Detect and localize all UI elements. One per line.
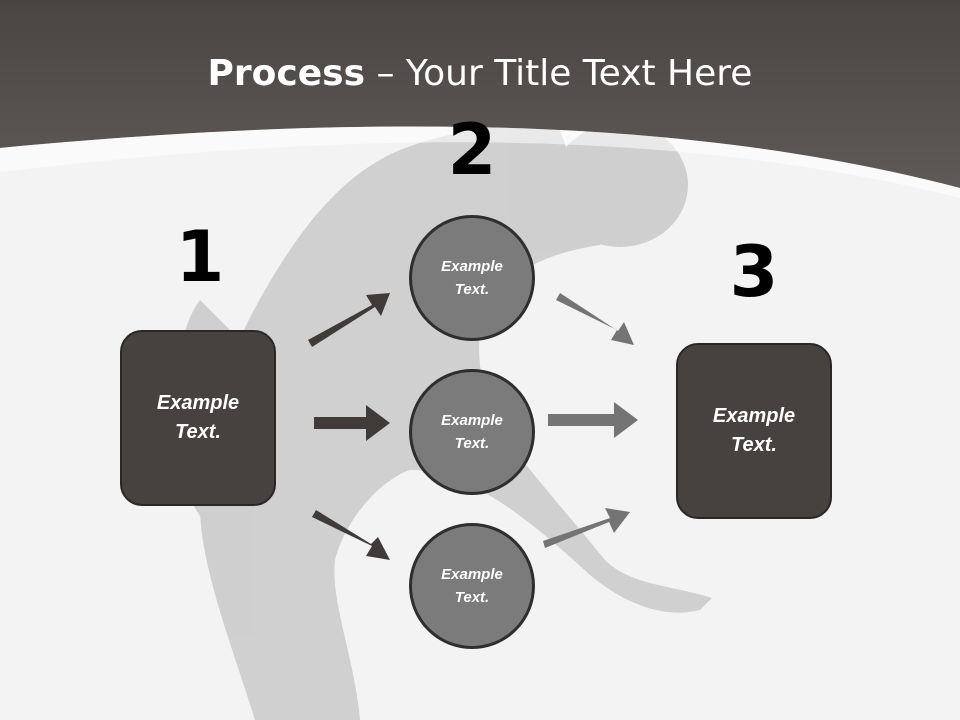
process-circle-2-text: Example Text. [441, 412, 503, 452]
process-box-right: Example Text. [676, 343, 832, 519]
title-rest: – Your Title Text Here [365, 53, 753, 94]
arrow-circle-2-to-box [548, 402, 638, 438]
step-number-1: 1 [175, 216, 225, 298]
slide-title: Process – Your Title Text Here [0, 52, 960, 96]
arrows-left [308, 293, 390, 560]
arrow-circle-1-to-box [556, 293, 634, 345]
process-box-right-text: Example Text. [712, 405, 796, 456]
process-circle-2: Example Text. [409, 369, 535, 495]
arrow-to-circle-2 [314, 405, 390, 441]
process-box-left: Example Text. [120, 330, 276, 506]
process-circle-1: Example Text. [409, 215, 535, 341]
process-circle-3: Example Text. [409, 523, 535, 649]
arrow-to-circle-3 [312, 510, 390, 560]
process-box-left-text: Example Text. [156, 392, 240, 443]
process-circle-1-text: Example Text. [441, 258, 503, 298]
arrow-to-circle-1 [308, 293, 390, 347]
arrow-circle-3-to-box [543, 508, 630, 548]
header-band [0, 0, 960, 188]
process-circle-3-text: Example Text. [441, 566, 503, 606]
title-strong: Process [207, 53, 366, 94]
step-number-3: 3 [729, 231, 779, 313]
header-swoosh [0, 126, 960, 198]
step-number-2: 2 [447, 109, 497, 191]
arrows-right [543, 293, 638, 548]
